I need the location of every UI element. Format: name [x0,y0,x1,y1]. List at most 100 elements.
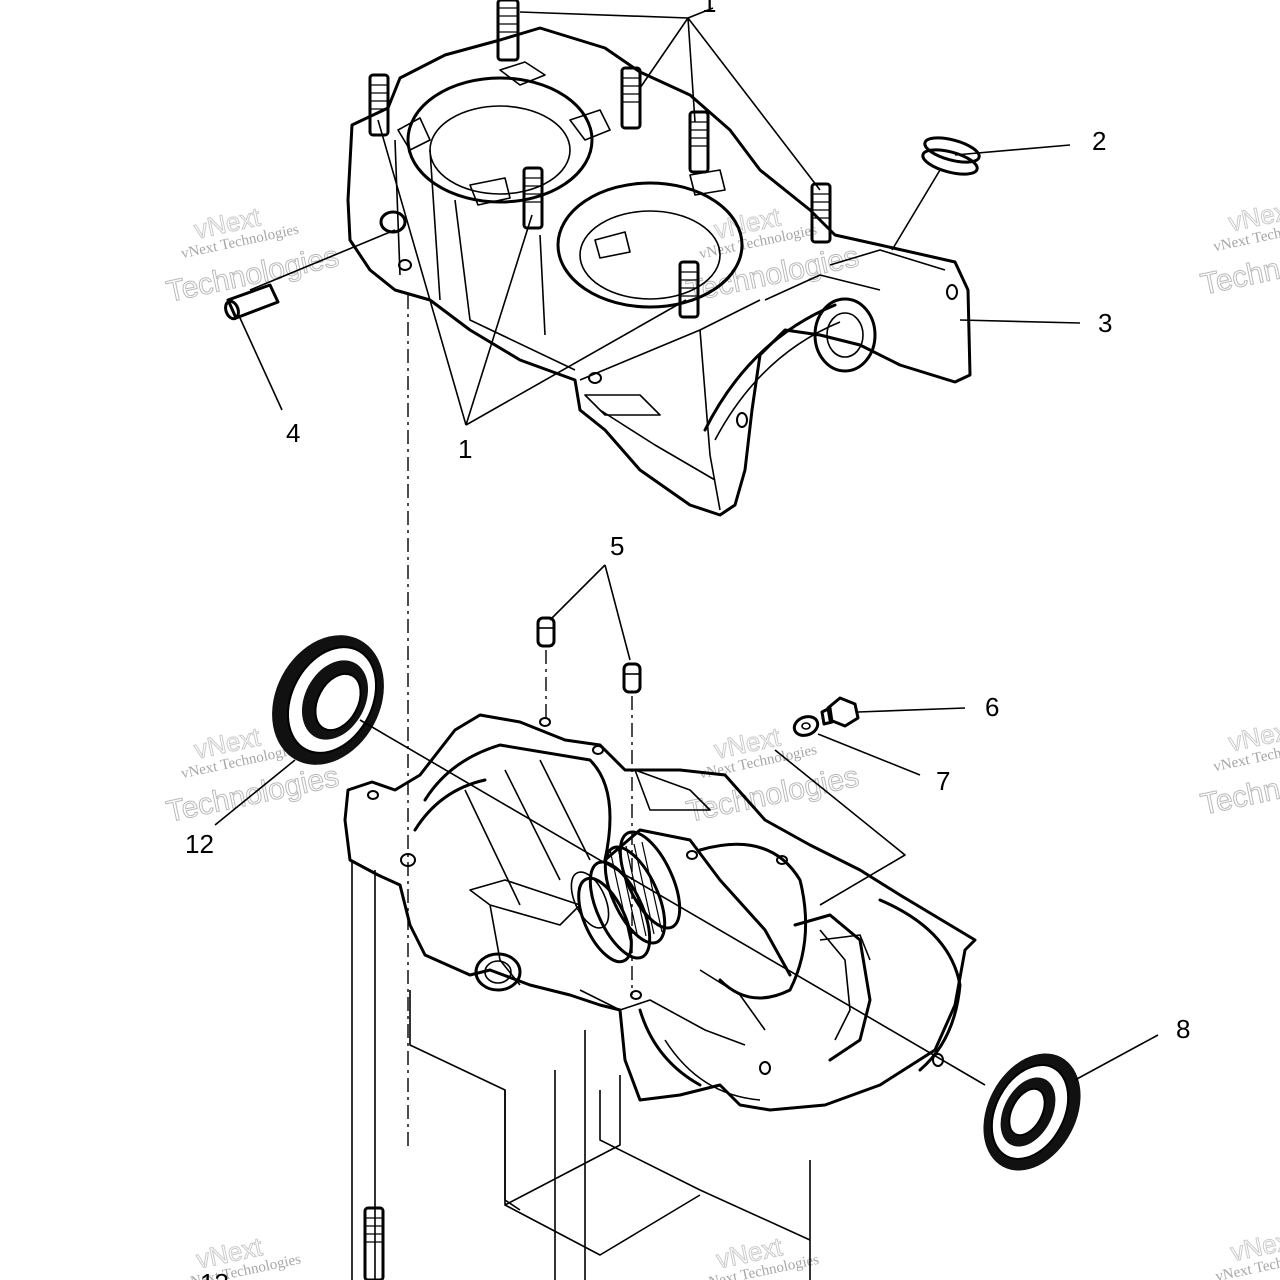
leader-1-top [519,11,689,19]
mount-boss [474,952,522,992]
rib [469,879,581,926]
bearing-race-right [793,913,872,1062]
cylinder-stud-4 [688,110,710,174]
bolt-hole [367,790,379,800]
cylinder-stud-3 [620,66,642,130]
part-4-pin [224,283,280,321]
callout-6: 6 [985,692,999,722]
bearing-saddle-inner [714,321,841,441]
bolt-hole [946,284,958,300]
transfer-port [594,231,631,259]
bolt-hole [686,850,698,860]
bolt-hole [736,412,748,428]
leader-1-top [639,17,689,89]
callout-3: 3 [1098,308,1112,338]
part-5-dowel-pin-right [622,662,642,694]
crank-web-left [423,743,612,862]
cylinder-bore-right-inner [579,210,721,300]
transfer-port [397,117,431,151]
upper-crankcase-outline [346,26,972,517]
callout-2: 2 [1092,126,1106,156]
crank-web-right-body [698,842,808,1000]
leader-1-bottom [377,119,467,426]
watermark-top-left: vNext vNext Technologies Technologies [163,201,342,309]
lower-extension-outline [504,1075,621,1206]
cylinder-stud-2 [368,73,390,137]
callout-1-top: 1 [702,0,716,18]
upper-crankcase [346,0,972,517]
bolt-hole [588,372,602,384]
plug-alignment-box [774,749,906,906]
part-5-dowel-pin-left [536,616,556,648]
bearing-race [813,297,877,373]
leader-8 [1074,1034,1159,1081]
housing-lower-rim [638,1008,702,1087]
callout-8: 8 [1176,1014,1190,1044]
rib [829,249,946,271]
assembly-centerlines [249,169,986,1150]
watermark-top-right: vNext vNext Technologies Technologies [1197,194,1280,302]
transfer-port [499,61,546,86]
watermark-bottom-center: vNext vNext Technologies [700,1231,821,1280]
crankshaft-axis-line [359,719,986,1086]
rib [699,969,766,1031]
part-12-oil-seal [272,635,384,765]
callout-leaders [214,7,1159,1081]
leader-12 [214,759,296,826]
leader-1-top [687,7,714,19]
rib [579,299,761,381]
watermark-top-center: vNext vNext Technologies Technologies [683,201,862,309]
part-8-oil-seal [983,1053,1081,1171]
rib [394,139,401,276]
crank-web-right [603,828,792,977]
dowel-hole [539,717,551,727]
bolt-hole [759,1061,771,1075]
cylinder-bore-right [556,181,744,309]
bolt-hole [398,259,412,271]
dowel-hole [379,210,407,234]
part-6-drain-plug [820,696,860,728]
flywheel-housing-rim [878,898,962,1072]
watermark-mid-right: vNext vNext Technologies Technologies [1197,714,1280,822]
rib [539,234,546,336]
leader-3 [959,319,1081,324]
callout-5: 5 [610,531,624,561]
rib [454,199,576,371]
rib [699,329,721,511]
leader-6 [857,707,966,713]
bearing-race-inner [826,312,864,358]
lower-extension-outline [504,1194,701,1256]
bolt-hole [630,990,642,1000]
lower-crankcase-outline [343,713,977,1112]
leader-2 [954,144,1071,156]
leader-1-bottom [465,214,533,426]
rib [634,769,711,811]
rib [819,934,871,961]
clip-alignment-line [891,169,941,251]
mount-boss-inner [484,960,512,984]
lower-crankcase [343,713,977,1280]
rib [429,149,441,301]
callout-labels: 1 2 3 4 1 5 6 7 12 8 13 [185,0,1190,1280]
watermark-bottom-right: vNext vNext Technologies [1214,1223,1280,1280]
housing-lower-rim-inner [664,1039,761,1101]
pin-alignment-line [249,229,396,291]
transfer-port [469,177,511,206]
leader-1-top [687,17,696,123]
cylinder-stud-7 [678,260,700,319]
bolt-hole [592,745,604,755]
part-7-washer [792,715,820,737]
bearing-saddle [703,303,837,432]
leader-5 [549,564,606,621]
cylinder-bore-left-inner [429,105,571,195]
rib [764,274,881,301]
center-bearing-stack [570,830,682,964]
cylinder-stud-5 [522,166,544,230]
leader-1-bottom [465,299,687,426]
callout-7: 7 [936,766,950,796]
cylinder-bore-left [406,76,594,204]
cylinder-stud-6 [810,182,832,244]
lower-extension-outline [599,1090,811,1241]
